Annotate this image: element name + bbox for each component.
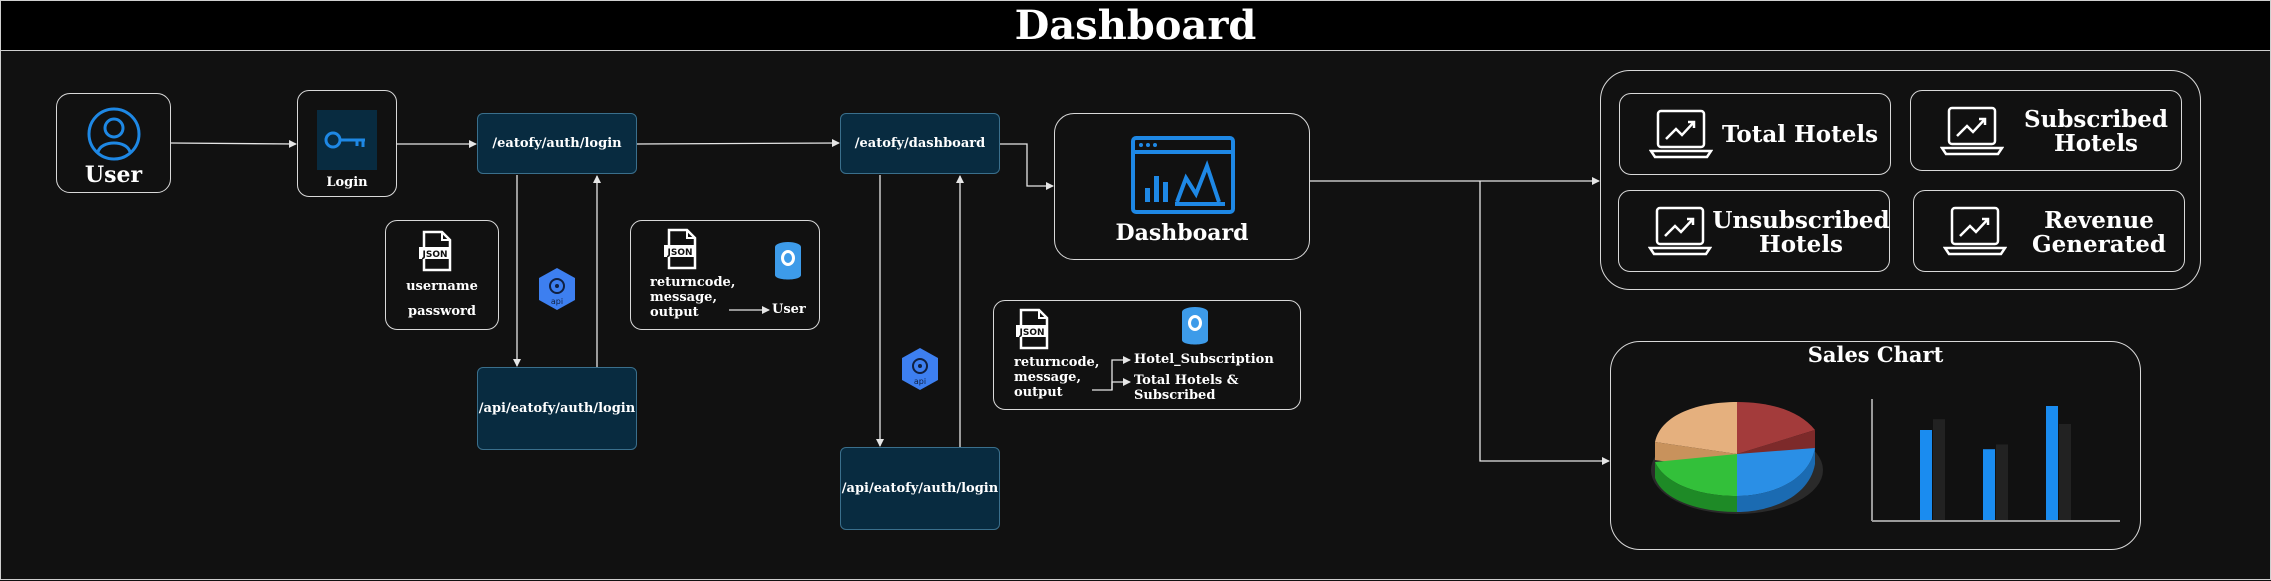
stat-total-hotels: Total Hotels (1721, 121, 1879, 148)
bar (1983, 449, 1995, 520)
dash-resp-line1: returncode, (1014, 355, 1100, 370)
user-label: User (84, 162, 143, 188)
stat-unsubscribed-2: Hotels (1758, 231, 1843, 258)
login-node: Login (297, 90, 397, 197)
arrow-output-total (1111, 378, 1131, 390)
arrow-node-sales (1479, 181, 1610, 465)
key-icon (317, 110, 377, 170)
dash-resp-target3: Subscribed (1134, 388, 1216, 403)
login-label: Login (326, 175, 368, 190)
arrow-user-login (170, 139, 297, 148)
user-icon (87, 107, 141, 161)
page-header: Dashboard (0, 0, 2271, 51)
svg-text:JSON: JSON (421, 250, 447, 260)
api-hexagon-icon: api (902, 348, 938, 390)
postgres-database-icon (1182, 307, 1208, 345)
laptop-chart-icon (1943, 206, 2007, 256)
svg-text:JSON: JSON (1018, 328, 1044, 338)
sales-chart-card: Sales Chart (1610, 341, 2141, 550)
bar-shadow (1933, 419, 1945, 520)
api-hexagon-icon: api (539, 268, 575, 310)
json-file-icon: JSON (664, 228, 697, 270)
user-node: User (56, 93, 171, 193)
stat-card-revenue-generated: Revenue Generated (1913, 190, 2185, 272)
arrow-auth-dashboard (636, 139, 840, 148)
endpoint-api-auth-login: /api/eatofy/auth/login (477, 367, 637, 450)
stat-card-subscribed-hotels: Subscribed Hotels (1910, 90, 2182, 171)
stat-revenue-2: Generated (2032, 231, 2166, 258)
login-response-box: JSON returncode, message, output User (630, 220, 820, 330)
stat-subscribed-2: Hotels (2053, 130, 2138, 157)
laptop-chart-icon (1648, 206, 1712, 256)
stat-revenue-1: Revenue (2044, 207, 2154, 234)
dash-resp-line3: output (1014, 385, 1063, 400)
dash-resp-target2: Total Hotels & (1134, 373, 1239, 388)
login-resp-line1: returncode, (650, 275, 736, 290)
json-file-icon: JSON (419, 230, 452, 272)
endpoint-dashboard: /eatofy/dashboard (840, 113, 1000, 174)
svg-text:api: api (914, 377, 926, 386)
bar-shadow (1996, 444, 2008, 520)
endpoint-api-auth-login-2: /api/eatofy/auth/login (840, 447, 1000, 530)
stat-subscribed-1: Subscribed (2023, 106, 2169, 133)
bar (1920, 430, 1932, 520)
login-resp-line2: message, (650, 290, 717, 305)
postgres-database-icon (775, 242, 801, 280)
payload-password: password (408, 304, 476, 319)
page-title: Dashboard (1014, 2, 1257, 49)
stat-unsubscribed-1: Unsubscribed (1712, 207, 1890, 234)
bar-shadow (2059, 424, 2071, 520)
arrow-output-hotel (1092, 356, 1131, 391)
endpoint-auth-login: /eatofy/auth/login (477, 113, 637, 174)
login-payload-box: JSON username password (385, 220, 499, 330)
dash-resp-line2: message, (1014, 370, 1081, 385)
laptop-chart-icon (1940, 106, 2004, 156)
dashboard-node: Dashboard (1054, 113, 1310, 260)
sales-chart-title: Sales Chart (1807, 342, 1944, 367)
login-resp-target: User (772, 302, 806, 317)
stat-card-unsubscribed-hotels: Unsubscribed Hotels (1618, 190, 1890, 272)
laptop-chart-icon (1649, 109, 1713, 159)
pie-chart-icon (1651, 402, 1823, 514)
dash-resp-target1: Hotel_Subscription (1134, 352, 1274, 367)
json-file-icon: JSON (1016, 308, 1049, 350)
stat-card-total-hotels: Total Hotels (1619, 93, 1891, 175)
arrow-dash-node (999, 143, 1054, 190)
svg-text:api: api (551, 297, 563, 306)
dashboard-icon (1131, 136, 1235, 214)
bar-chart (1871, 399, 2120, 522)
login-resp-line3: output (650, 305, 699, 320)
dashboard-node-label: Dashboard (1115, 220, 1249, 246)
payload-username: username (406, 279, 478, 294)
svg-text:JSON: JSON (666, 248, 692, 258)
dashboard-response-box: JSON returncode, message, output Hotel_S… (993, 300, 1301, 410)
bar (2046, 406, 2058, 520)
stats-container (1600, 70, 2201, 290)
